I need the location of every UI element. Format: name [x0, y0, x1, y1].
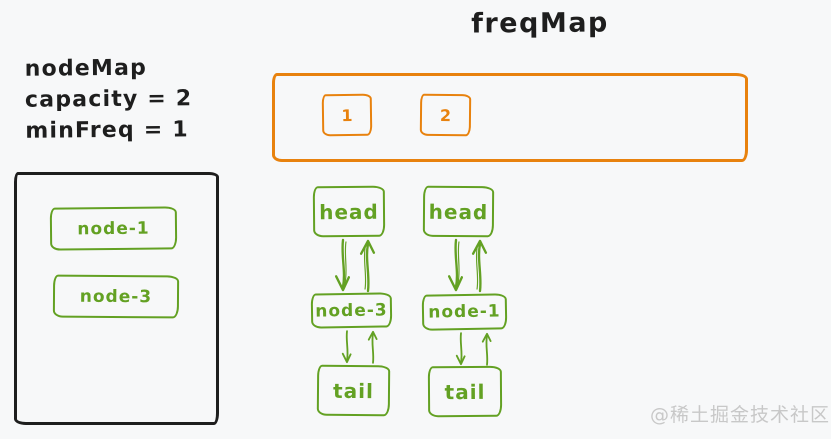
freq-bucket-1: 1	[321, 93, 373, 137]
info-line-capacity: capacity = 2	[24, 86, 193, 113]
info-line-nodemap: nodeMap	[24, 55, 148, 82]
up-arrow-icon	[359, 239, 376, 293]
cache-state-info: nodeMap capacity = 2 minFreq = 1	[25, 52, 193, 146]
watermark: @稀土掘金技术社区	[650, 404, 831, 426]
nodemap-entry-node-1: node-1	[49, 206, 178, 251]
down-arrow-icon	[447, 238, 464, 292]
down-arrow-icon	[334, 238, 351, 292]
list1-tail-box: tail	[316, 364, 391, 417]
up-arrow-icon	[471, 239, 488, 293]
list1-head-box: head	[312, 185, 386, 238]
freqmap-box	[272, 73, 748, 162]
down-arrow-icon	[455, 332, 466, 366]
list1-node-box: node-3	[310, 292, 393, 329]
info-line-minfreq: minFreq = 1	[25, 117, 189, 144]
nodemap-box	[14, 172, 219, 425]
up-arrow-icon	[367, 330, 378, 364]
nodemap-entry-node-3: node-3	[52, 274, 180, 319]
freqmap-title: freqMap	[471, 7, 609, 40]
up-arrow-icon	[481, 332, 492, 366]
list2-head-box: head	[422, 185, 495, 238]
down-arrow-icon	[341, 330, 352, 364]
list2-tail-box: tail	[427, 365, 503, 418]
freq-bucket-2: 2	[419, 93, 472, 137]
list2-node-box: node-1	[421, 293, 508, 331]
